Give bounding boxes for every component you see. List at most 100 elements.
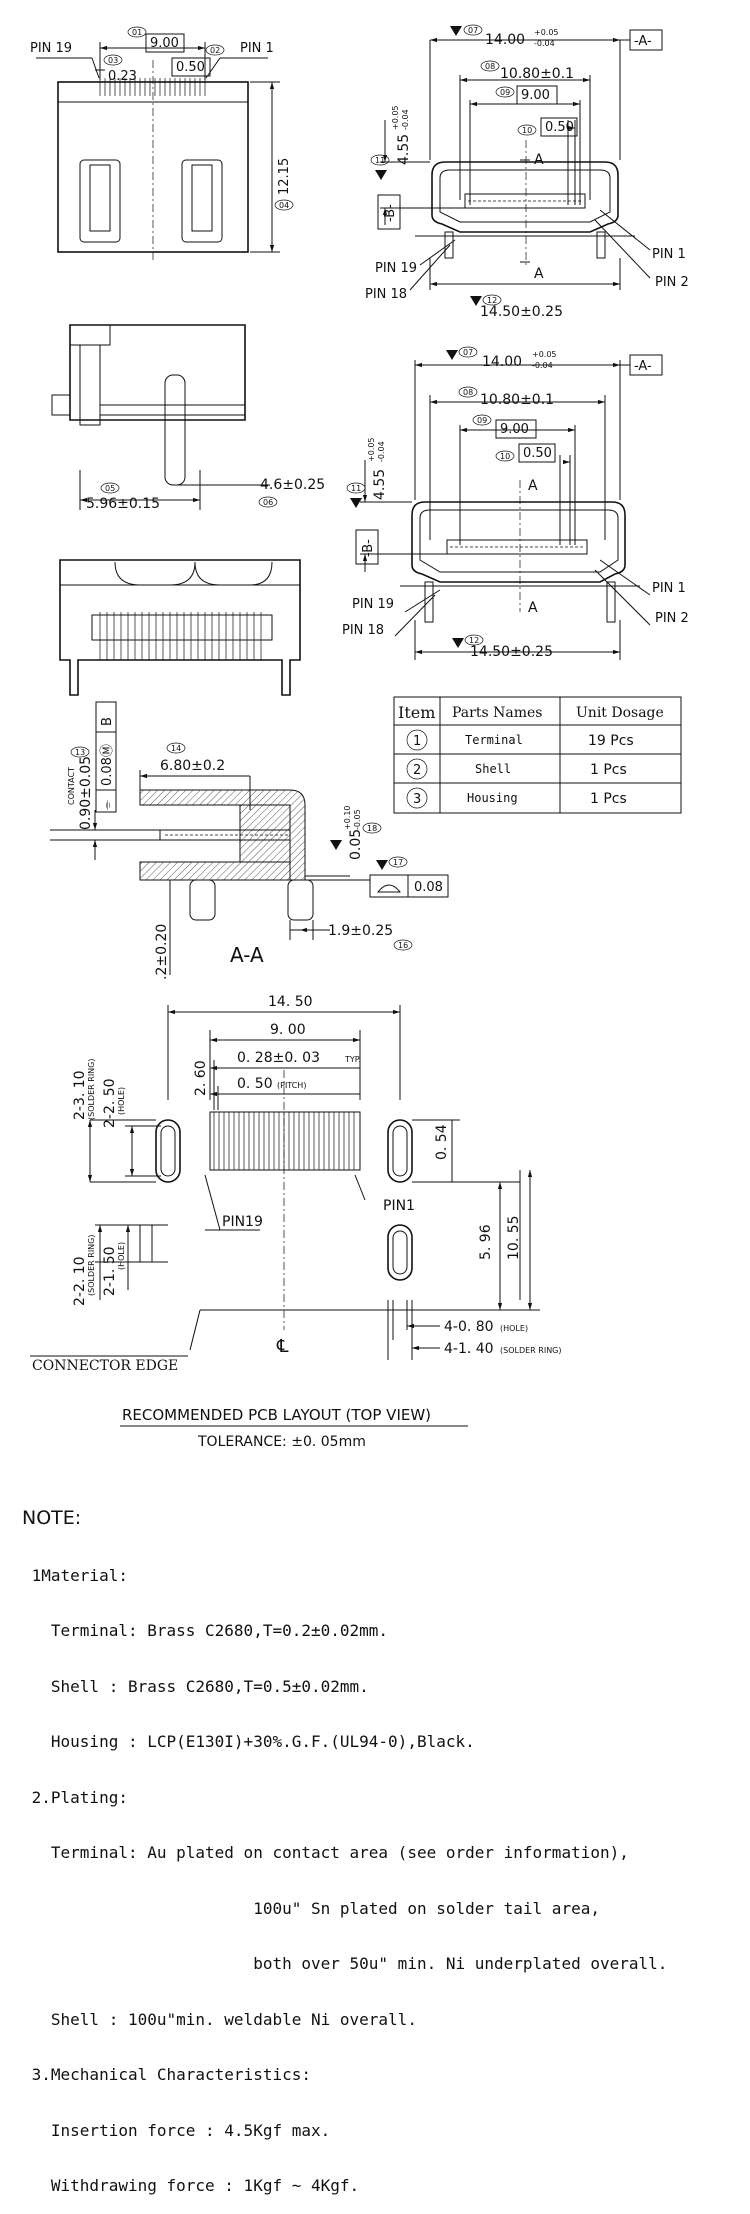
bubble-14: 14 (171, 744, 181, 753)
pcb-310: 2-3. 10 (72, 1070, 88, 1120)
front-view-1-shell (431, 161, 619, 233)
dim-13-frame-tol: 0.08Ⓜ (100, 744, 115, 786)
front-1-pin18: PIN 18 (365, 287, 407, 302)
table-row-1-name: Terminal (465, 733, 523, 747)
note-line: Terminal: Au plated on contact area (see… (22, 1843, 629, 1862)
pcb-140-note: (SOLDER RING) (500, 1346, 562, 1355)
rear-view-outline (59, 559, 301, 696)
dim-02-value: 0.50 (176, 60, 205, 75)
front-2-pin1: PIN 1 (652, 581, 686, 596)
pcb-080-note: (HOLE) (500, 1324, 528, 1333)
datum-a-2: -A- (634, 359, 652, 374)
table-row-1-qty: 19 Pcs (588, 733, 634, 749)
dim-13-value: 0.90±0.05 (78, 756, 94, 830)
notes-block: NOTE: 1Material: Terminal: Brass C2680,T… (22, 1472, 742, 2214)
rear-view-pins (99, 612, 262, 660)
bubble-10b: 10 (500, 452, 510, 461)
top-view-pins (99, 78, 206, 96)
front-1-pin1: PIN 1 (652, 247, 686, 262)
note-line: Withdrawing force : 1Kgf ~ 4Kgf. (22, 2176, 360, 2195)
dim-08-value: 10.80±0.1 (500, 66, 574, 82)
dim-11-tol-dn: -0.04 (401, 109, 410, 130)
pcb-width-1450: 14. 50 (268, 994, 313, 1010)
table-row-3-qty: 1 Pcs (590, 791, 627, 807)
note-line: Shell : 100u"min. weldable Ni overall. (22, 2009, 417, 2029)
dim-07-value: 14.00 (485, 32, 525, 48)
pcb-tolerance: TOLERANCE: ±0. 05mm (197, 1434, 366, 1450)
bubble-09: 09 (500, 88, 510, 97)
pcb-width-900: 9. 00 (270, 1022, 306, 1038)
table-header-item: Item (398, 703, 435, 722)
section-mark-a-top-2: A (528, 478, 538, 494)
note-line: 2.Plating: (22, 1787, 128, 1807)
bubble-08b: 08 (463, 388, 473, 397)
front-2-pin18: PIN 18 (342, 623, 384, 638)
bubble-12: 12 (487, 296, 497, 305)
profile-surface-icon (376, 884, 402, 893)
pcb-pin1-label: PIN1 (383, 1198, 415, 1214)
bubble-05: 05 (105, 484, 115, 493)
top-view-pin1-label: PIN 1 (240, 41, 274, 56)
pcb-596: 5. 96 (478, 1224, 494, 1260)
bubble-07: 07 (468, 26, 478, 35)
section-mark-a-top: A (534, 152, 544, 168)
dim-16-value: 1.9±0.25 (328, 923, 393, 939)
pcb-250-note: (HOLE) (117, 1087, 126, 1115)
table-row-3-name: Housing (467, 791, 518, 805)
section-mark-a-bottom: A (534, 266, 544, 282)
dim-12b-value: 14.50±0.25 (470, 644, 553, 660)
front-view-2 (360, 360, 651, 660)
dim-11-value: 4.55 (396, 134, 412, 165)
pcb-1055: 10. 55 (506, 1215, 522, 1260)
bubble-03: 03 (108, 56, 118, 65)
pcb-150-note: (HOLE) (117, 1242, 126, 1270)
dim-11b-tol-dn: -0.04 (377, 441, 386, 462)
front-1-pin2: PIN 2 (655, 275, 689, 290)
pcb-310-note: (SOLDER RING) (87, 1059, 96, 1121)
dim-07-tol-up: +0.05 (534, 28, 559, 37)
dim-07-tol-dn: -0.04 (534, 39, 555, 48)
side-view-outline (69, 324, 246, 421)
table-row-2-qty: 1 Pcs (590, 762, 627, 778)
dim-12-value: 14.50±0.25 (480, 304, 563, 320)
dim-10b-value: 0.50 (523, 446, 552, 461)
dim-04-value: 12.15 (277, 158, 292, 195)
front-2-pin2: PIN 2 (655, 611, 689, 626)
note-line: both over 50u" min. Ni underplated overa… (22, 1954, 668, 1973)
dim-01-value: 9.00 (150, 36, 179, 51)
bubble-02: 02 (210, 46, 220, 55)
bubble-17: 17 (393, 858, 403, 867)
section-mark-a-bottom-2: A (528, 600, 538, 616)
dim-07b-value: 14.00 (482, 354, 522, 370)
datum-b-2: -B- (361, 539, 376, 557)
pcb-slot-top-left (155, 1119, 181, 1183)
dim-17-value: 0.08 (414, 880, 443, 895)
pcb-centerline-symbol: ℄ (276, 1336, 289, 1357)
section-housing (239, 804, 291, 863)
section-contact-label: CONTACT (67, 767, 76, 805)
table-header-dosage: Unit Dosage (576, 705, 664, 721)
dim-18-tol-up: +0.10 (343, 805, 352, 830)
dim-18-value: 0.05 (348, 829, 364, 860)
table-row-3-item: 3 (413, 792, 421, 807)
dim-07b-tol-up: +0.05 (532, 350, 557, 359)
top-view-peg-right (181, 159, 223, 243)
dim-13-frame-datum: B (100, 717, 115, 726)
bubble-10: 10 (522, 126, 532, 135)
pcb-layout (30, 1005, 540, 1427)
pcb-054: 0. 54 (434, 1124, 450, 1160)
bubble-11b: 11 (351, 484, 361, 493)
note-line: Terminal: Brass C2680,T=0.2±0.02mm. (22, 1621, 389, 1640)
pcb-slot-bottom-right (387, 1224, 413, 1281)
bubble-18: 18 (367, 824, 377, 833)
bubble-16: 16 (398, 941, 408, 950)
pcb-caption: RECOMMENDED PCB LAYOUT (TOP VIEW) (122, 1406, 431, 1424)
dim-06-value: 4.6±0.25 (260, 477, 325, 493)
note-line: Housing : LCP(E130I)+30%.G.F.(UL94-0),Bl… (22, 1732, 475, 1751)
front-view-1-tongue (464, 193, 586, 209)
section-aa (50, 770, 370, 975)
section-title: A-A (230, 943, 264, 967)
bubble-01: 01 (132, 28, 142, 37)
front-view-2-tongue (446, 539, 588, 555)
pcb-260: 2. 60 (193, 1060, 209, 1096)
